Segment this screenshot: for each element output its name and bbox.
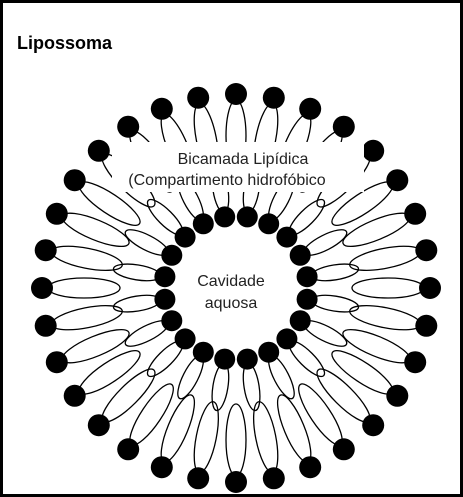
inner-lipid-head <box>258 342 279 363</box>
cavity-label-line1: Cavidade <box>197 273 265 290</box>
outer-lipid-head <box>299 98 321 120</box>
outer-lipid-head <box>117 116 139 138</box>
outer-lipid-head <box>263 467 285 489</box>
outer-lipid-head <box>46 203 68 225</box>
outer-lipid-head <box>117 438 139 460</box>
inner-lipid-tail <box>209 362 231 412</box>
inner-lipid-head <box>297 266 318 287</box>
inner-lipid-tail <box>310 292 360 314</box>
outer-lipid-head <box>151 456 173 478</box>
inner-lipid-head <box>175 227 196 248</box>
inner-lipid-head <box>258 213 279 234</box>
outer-lipid-head <box>187 87 209 109</box>
outer-lipid-head <box>225 83 247 105</box>
inner-lipid-head <box>214 349 235 370</box>
outer-lipid-head <box>225 471 247 493</box>
outer-lipid-head <box>46 351 68 373</box>
outer-lipid-head <box>31 277 53 299</box>
outer-lipid-head <box>404 203 426 225</box>
outer-lipid-tail <box>226 404 246 476</box>
outer-lipid-head <box>64 169 86 191</box>
inner-lipid-head <box>290 310 311 331</box>
outer-lipid-head <box>333 438 355 460</box>
outer-lipid-tail <box>352 278 424 298</box>
outer-lipid-head <box>386 385 408 407</box>
outer-lipid-head <box>419 277 441 299</box>
inner-lipid-head <box>175 328 196 349</box>
outer-lipid-head <box>263 87 285 109</box>
inner-lipid-head <box>154 289 175 310</box>
outer-lipid-head <box>415 315 437 337</box>
outer-lipid-head <box>333 116 355 138</box>
outer-lipid-head <box>362 414 384 436</box>
outer-lipid-head <box>415 239 437 261</box>
outer-lipid-head <box>88 414 110 436</box>
outer-lipid-tail <box>48 278 120 298</box>
outer-lipid-head <box>404 351 426 373</box>
inner-lipid-head <box>297 289 318 310</box>
outer-lipid-head <box>88 140 110 162</box>
outer-lipid-head <box>35 315 57 337</box>
inner-lipid-head <box>154 266 175 287</box>
inner-lipid-tail <box>240 362 262 412</box>
outer-lipid-head <box>35 239 57 261</box>
outer-lipid-head <box>299 456 321 478</box>
outer-lipid-head <box>386 169 408 191</box>
inner-lipid-head <box>276 227 297 248</box>
inner-lipid-head <box>276 328 297 349</box>
inner-lipid-tail <box>310 261 360 283</box>
outer-lipid-head <box>151 98 173 120</box>
bilayer-label-line2: (Compartimento hidrofóbico <box>128 172 326 189</box>
inner-lipid-head <box>161 245 182 266</box>
outer-lipid-head <box>64 385 86 407</box>
inner-lipid-head <box>193 342 214 363</box>
bilayer-label-line1: Bicamada Lipídica <box>178 151 309 168</box>
outer-lipid-head <box>187 467 209 489</box>
inner-lipid-head <box>214 206 235 227</box>
inner-lipid-tail <box>112 292 162 314</box>
inner-lipid-head <box>161 310 182 331</box>
inner-lipid-head <box>237 206 258 227</box>
inner-lipid-head <box>193 213 214 234</box>
cavity-label-line2: aquosa <box>205 295 258 312</box>
inner-lipid-tail <box>112 261 162 283</box>
inner-lipid-head <box>237 349 258 370</box>
outer-lipid-head <box>362 140 384 162</box>
inner-lipid-head <box>290 245 311 266</box>
